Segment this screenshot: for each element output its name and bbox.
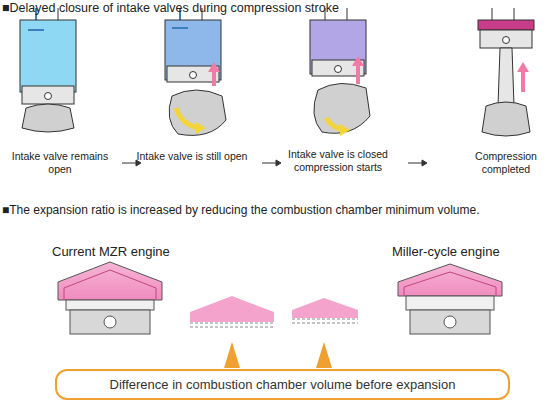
cylinder-compression-starts xyxy=(310,8,370,136)
engine-label: Miller-cycle engine xyxy=(392,244,547,260)
engine-label: Current MZR engine xyxy=(52,244,212,260)
step-caption: Compression completed xyxy=(466,150,546,175)
callout-box: Difference in combustion chamber volume … xyxy=(55,369,510,400)
cylinder-intake-still-open xyxy=(165,8,226,135)
pointer-triangle xyxy=(224,342,332,368)
chamber-volume xyxy=(190,296,358,327)
step-caption: Intake valve is closed compression start… xyxy=(274,148,402,173)
section-heading: ■The expansion ratio is increased by red… xyxy=(2,203,547,217)
mzr-engine xyxy=(58,262,162,334)
cylinder-compression-completed xyxy=(478,8,534,136)
step-caption: Intake valve is still open xyxy=(130,150,254,163)
step-caption: Intake valve remains open xyxy=(0,150,120,175)
section-heading: ■Delayed closure of intake valves during… xyxy=(2,1,542,16)
cylinder-intake-open xyxy=(20,8,76,132)
callout-text: Difference in combustion chamber volume … xyxy=(110,377,456,392)
miller-cycle-engine xyxy=(398,264,502,334)
